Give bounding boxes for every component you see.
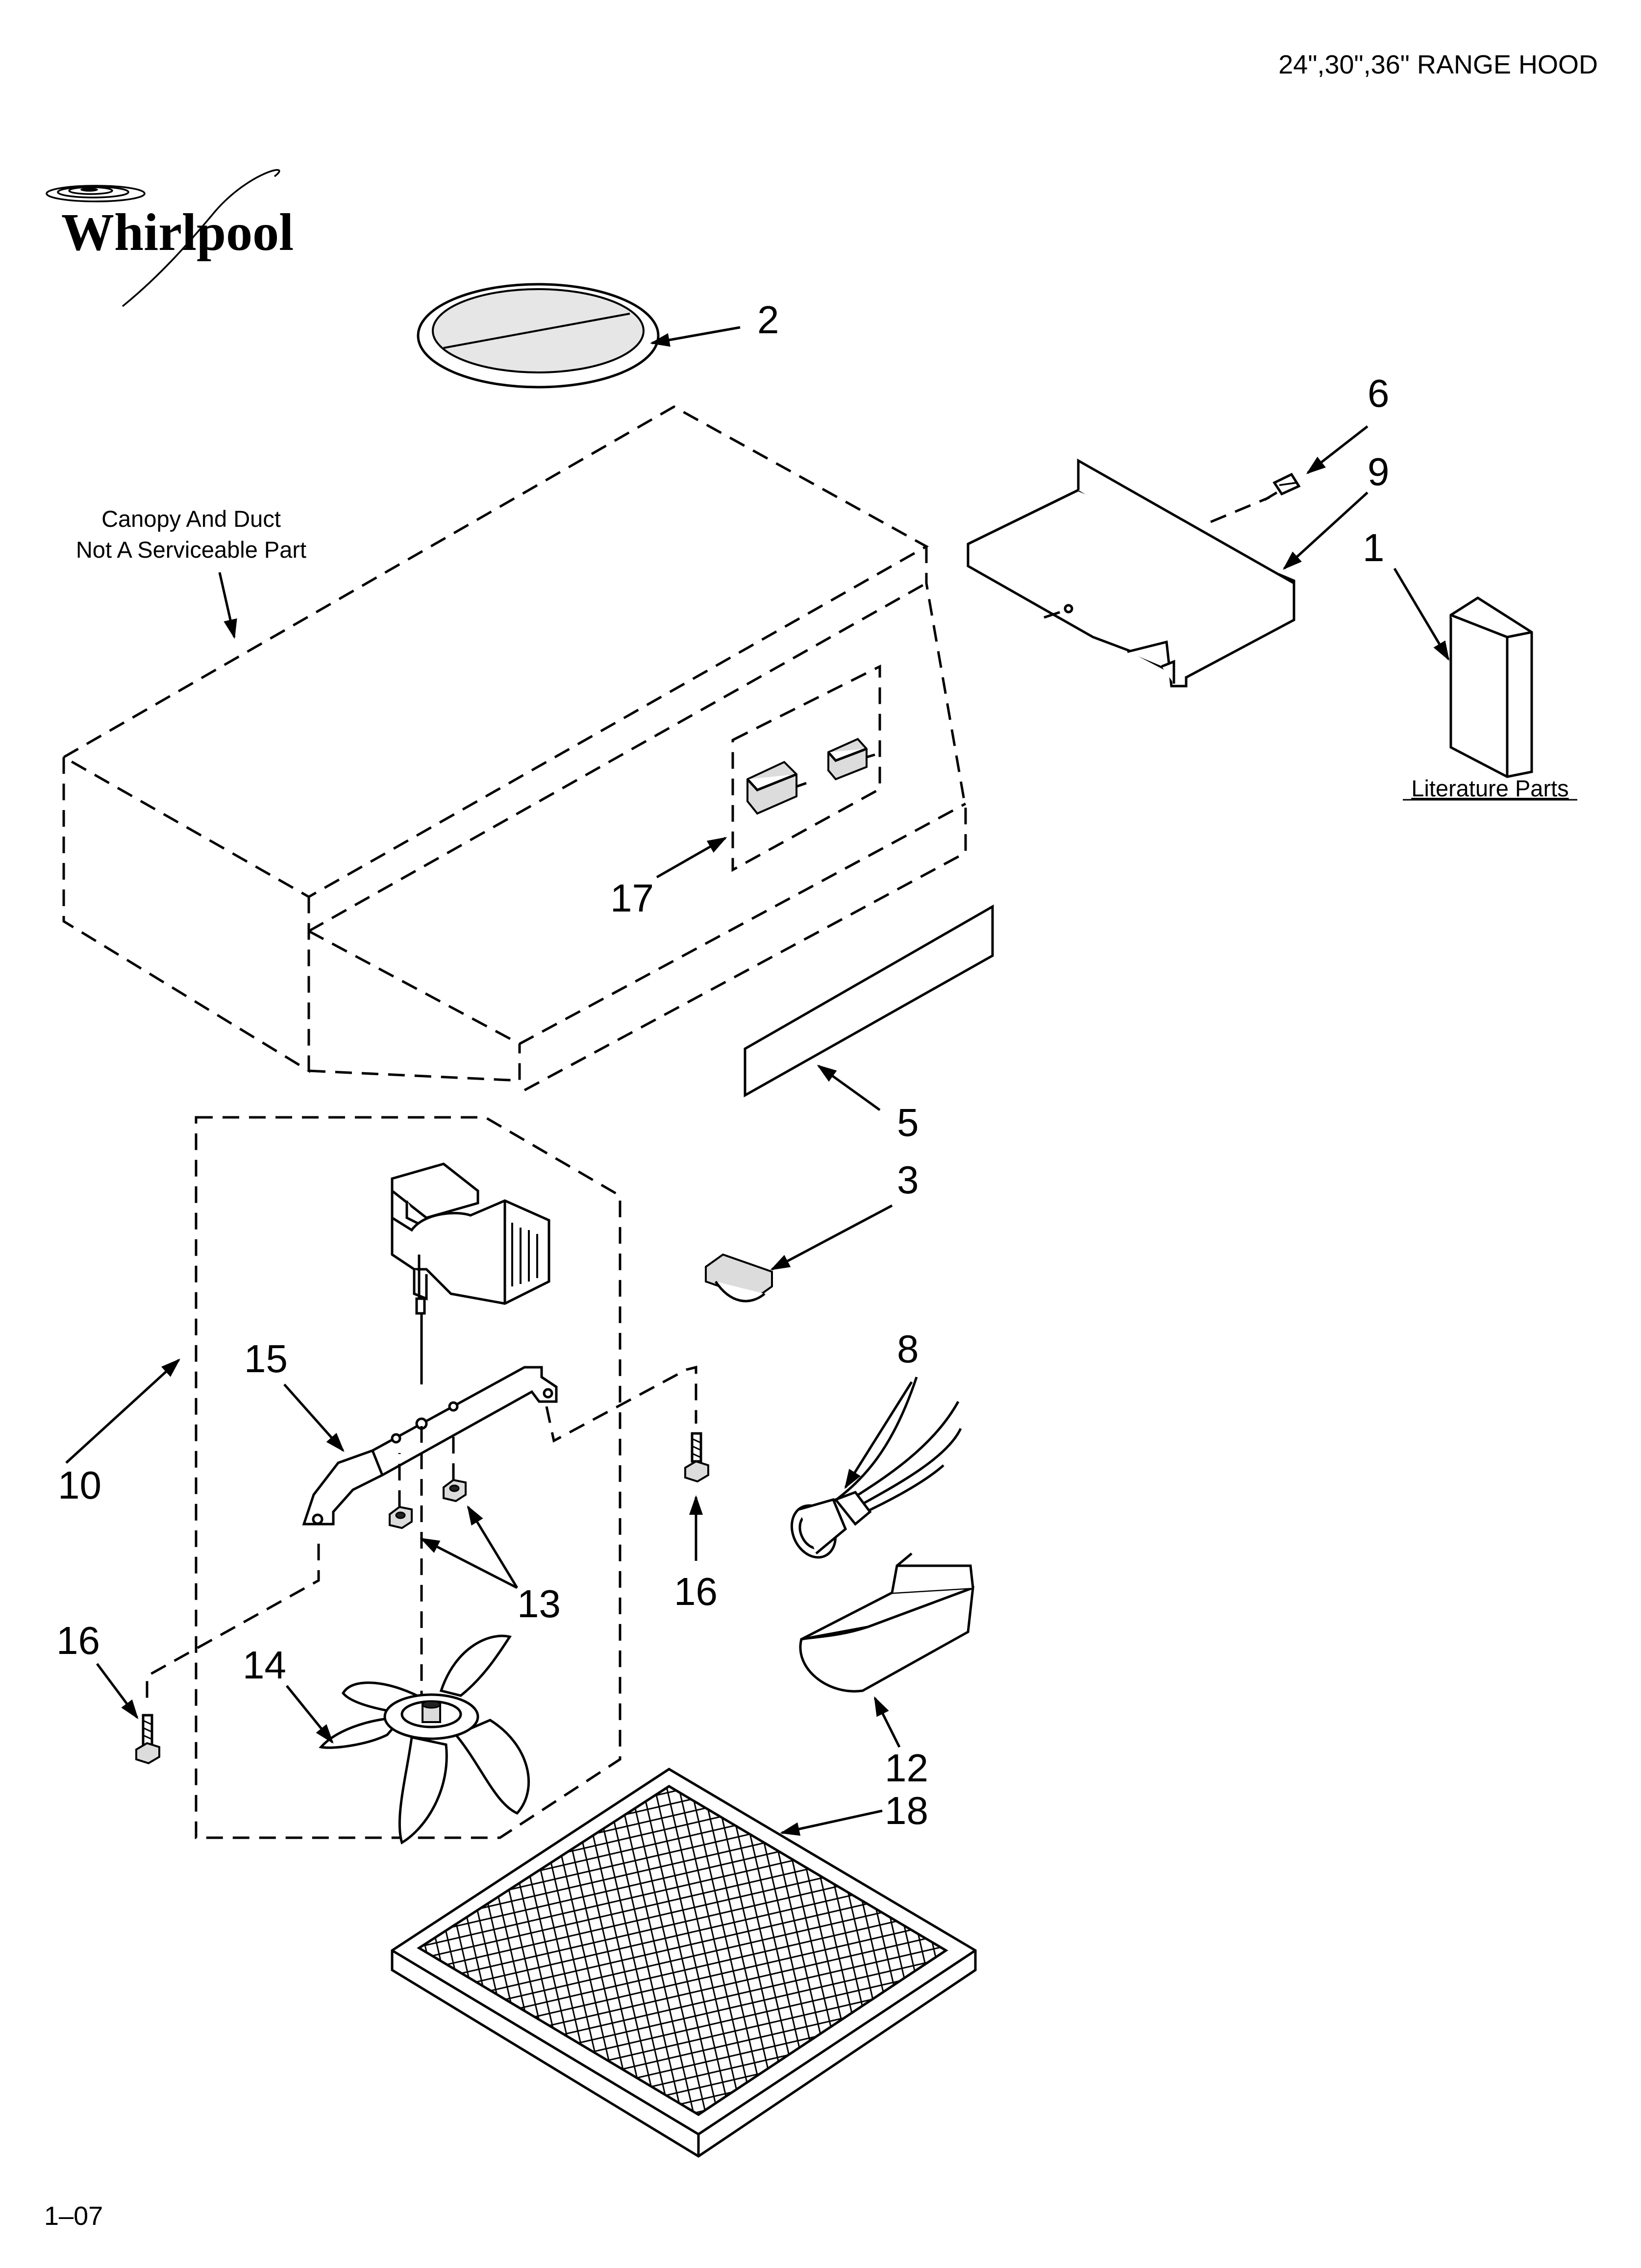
- date-code: 1–07: [44, 2201, 103, 2231]
- grease-filter-part: [391, 1768, 977, 2158]
- damper-part: [417, 283, 660, 389]
- screw-6-part: [1264, 472, 1301, 501]
- motor-part: [391, 1162, 550, 1315]
- screw-16-left-part: [135, 1714, 160, 1765]
- callout-12: 12: [885, 1746, 928, 1790]
- callout-10: 10: [58, 1463, 101, 1507]
- nut-part: [389, 1479, 467, 1529]
- canopy-note-line1: Canopy And Duct: [101, 506, 281, 532]
- callout-9: 9: [1368, 450, 1390, 493]
- literature-part: [1449, 596, 1533, 778]
- switch-bracket-outline: [731, 664, 881, 872]
- callout-14: 14: [243, 1643, 286, 1687]
- socket-harness-part: [790, 1377, 962, 1559]
- canopy-outline: [61, 405, 967, 1094]
- callout-6: 6: [1368, 371, 1390, 415]
- callout-18: 18: [885, 1789, 928, 1832]
- screw-16-right-part: [684, 1432, 709, 1483]
- fan-blade-part: [319, 1634, 530, 1845]
- callout-1: 1: [1363, 526, 1385, 569]
- callout-16-left: 16: [56, 1619, 100, 1662]
- callout-15: 15: [244, 1337, 288, 1381]
- callout-16-right: 16: [674, 1570, 718, 1613]
- whirlpool-logo-text: Whirlpool: [61, 203, 294, 262]
- motor-bracket-part: [302, 1366, 558, 1526]
- whirlpool-logo: Whirlpool: [46, 169, 294, 307]
- canopy-duct-note: Canopy And Duct Not A Serviceable Part: [76, 506, 306, 639]
- callout-2: 2: [757, 298, 779, 342]
- canopy-note-line2: Not A Serviceable Part: [76, 537, 306, 563]
- lens-strip-part: [744, 904, 994, 1098]
- callout-3: 3: [897, 1158, 919, 1202]
- blower-assembly-outline: [195, 1116, 622, 1839]
- page-title: 24",30",36" RANGE HOOD: [1278, 50, 1598, 79]
- literature-parts-label: Literature Parts: [1411, 775, 1568, 801]
- callout-13: 13: [517, 1582, 561, 1626]
- light-cover-part: [799, 1553, 974, 1693]
- switch-part: [746, 738, 875, 815]
- light-bracket-part: [967, 458, 1295, 688]
- clip-part: [705, 1253, 773, 1303]
- callout-5: 5: [897, 1101, 919, 1144]
- callout-8: 8: [897, 1327, 919, 1371]
- callout-17: 17: [610, 876, 654, 920]
